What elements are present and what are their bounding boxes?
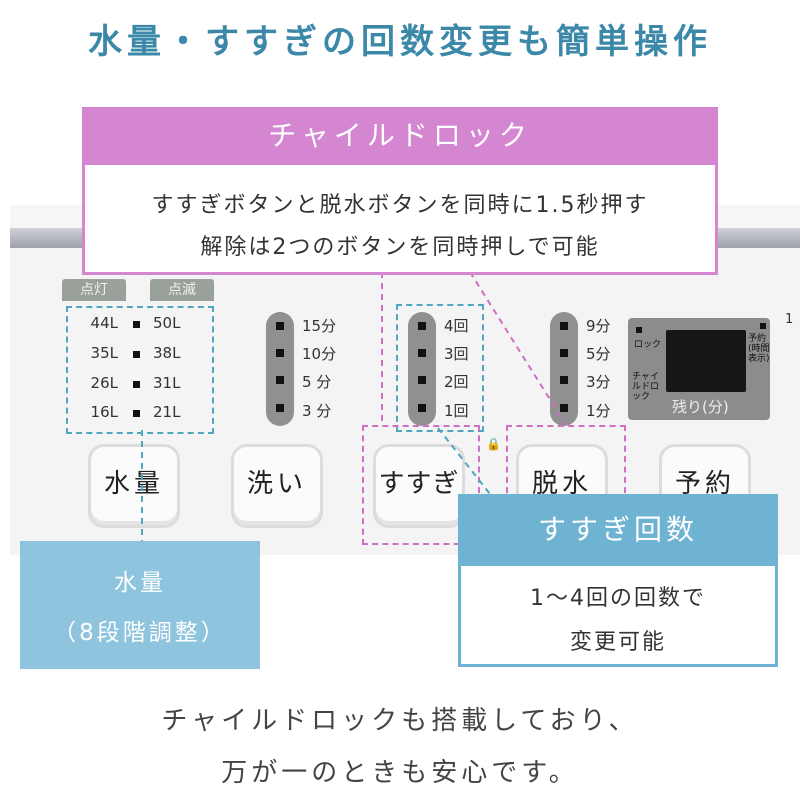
indicator-dot	[133, 381, 140, 388]
spin-time-1: 1分	[586, 402, 611, 420]
indicator-dot	[133, 321, 140, 328]
footer-line-1: チャイルドロックも搭載しており、	[161, 706, 639, 736]
rinse-button[interactable]: すすぎ	[373, 444, 465, 528]
spin-time-9: 9分	[586, 317, 611, 335]
wash-indicator-strip	[266, 312, 294, 426]
child-lock-led-label: ロック	[634, 340, 662, 350]
wash-time-10: 10分	[302, 345, 337, 363]
spin-time-3: 3分	[586, 373, 611, 391]
panel-edge-mark: 1	[785, 312, 794, 327]
rinse-callout-line1: 1～4回の回数で	[530, 586, 706, 611]
water-level-highlight	[66, 306, 214, 434]
indicator-dot	[133, 410, 140, 417]
indicator-led	[418, 376, 426, 384]
water-level-callout-title: 水量	[114, 570, 166, 596]
indicator-led	[560, 322, 568, 330]
child-lock-release: 解除は2つのボタンを同時押しで可能	[200, 235, 600, 260]
rinse-indicator-strip	[408, 312, 436, 426]
tag-on: 点灯	[62, 279, 126, 301]
wash-time-5: 5 分	[302, 373, 332, 391]
indicator-led	[276, 349, 284, 357]
reservation-led	[760, 323, 766, 329]
water-level-21: 21L	[153, 403, 181, 421]
indicator-led	[418, 349, 426, 357]
child-lock-callout-header: チャイルドロック	[82, 107, 718, 165]
water-level-44: 44L	[90, 314, 118, 332]
rinse-callout-line2: 変更可能	[569, 630, 666, 655]
indicator-led	[560, 404, 568, 412]
water-level-50: 50L	[153, 314, 181, 332]
rinse-callout-box: 1～4回の回数で 変更可能	[458, 566, 778, 667]
wash-time-15: 15分	[302, 317, 337, 335]
water-level-26: 26L	[90, 374, 118, 392]
water-level-callout: 水量 （8段階調整）	[20, 541, 260, 669]
indicator-led	[276, 376, 284, 384]
rinse-count-4: 4回	[444, 317, 469, 335]
indicator-dot	[133, 351, 140, 358]
indicator-led	[560, 349, 568, 357]
indicator-led	[560, 376, 568, 384]
indicator-led	[276, 404, 284, 412]
spin-time-5: 5分	[586, 345, 611, 363]
water-level-callout-detail: （8段階調整）	[53, 620, 227, 646]
child-lock-instruction: すすぎボタンと脱水ボタンを同時に1.5秒押す	[151, 193, 649, 218]
page-title: 水量・すすぎの回数変更も簡単操作	[88, 22, 712, 62]
display-remaining-label: 残り(分)	[672, 398, 729, 416]
child-lock-small-label: チャイルドロック	[632, 372, 660, 402]
rinse-count-2: 2回	[444, 373, 469, 391]
rinse-count-3: 3回	[444, 345, 469, 363]
wash-time-3: 3 分	[302, 402, 332, 420]
lock-icon: 🔒	[486, 437, 501, 451]
child-lock-callout-box	[82, 165, 718, 275]
water-level-button[interactable]: 水量	[88, 444, 180, 528]
footer-line-2: 万が一のときも安心です。	[221, 758, 579, 788]
water-level-16: 16L	[90, 403, 118, 421]
tag-blink: 点滅	[150, 279, 214, 301]
water-level-35: 35L	[90, 344, 118, 362]
rinse-callout-header: すすぎ回数	[458, 494, 778, 566]
water-level-31: 31L	[153, 374, 181, 392]
rinse-button-highlight	[362, 425, 480, 545]
reservation-small-label: 予約(時間表示)	[748, 334, 770, 364]
indicator-led	[276, 322, 284, 330]
wash-button[interactable]: 洗い	[231, 444, 323, 528]
indicator-led	[418, 404, 426, 412]
child-lock-led	[636, 327, 642, 333]
rinse-count-1: 1回	[444, 402, 469, 420]
display-screen	[666, 330, 746, 392]
indicator-led	[418, 322, 426, 330]
water-level-38: 38L	[153, 344, 181, 362]
